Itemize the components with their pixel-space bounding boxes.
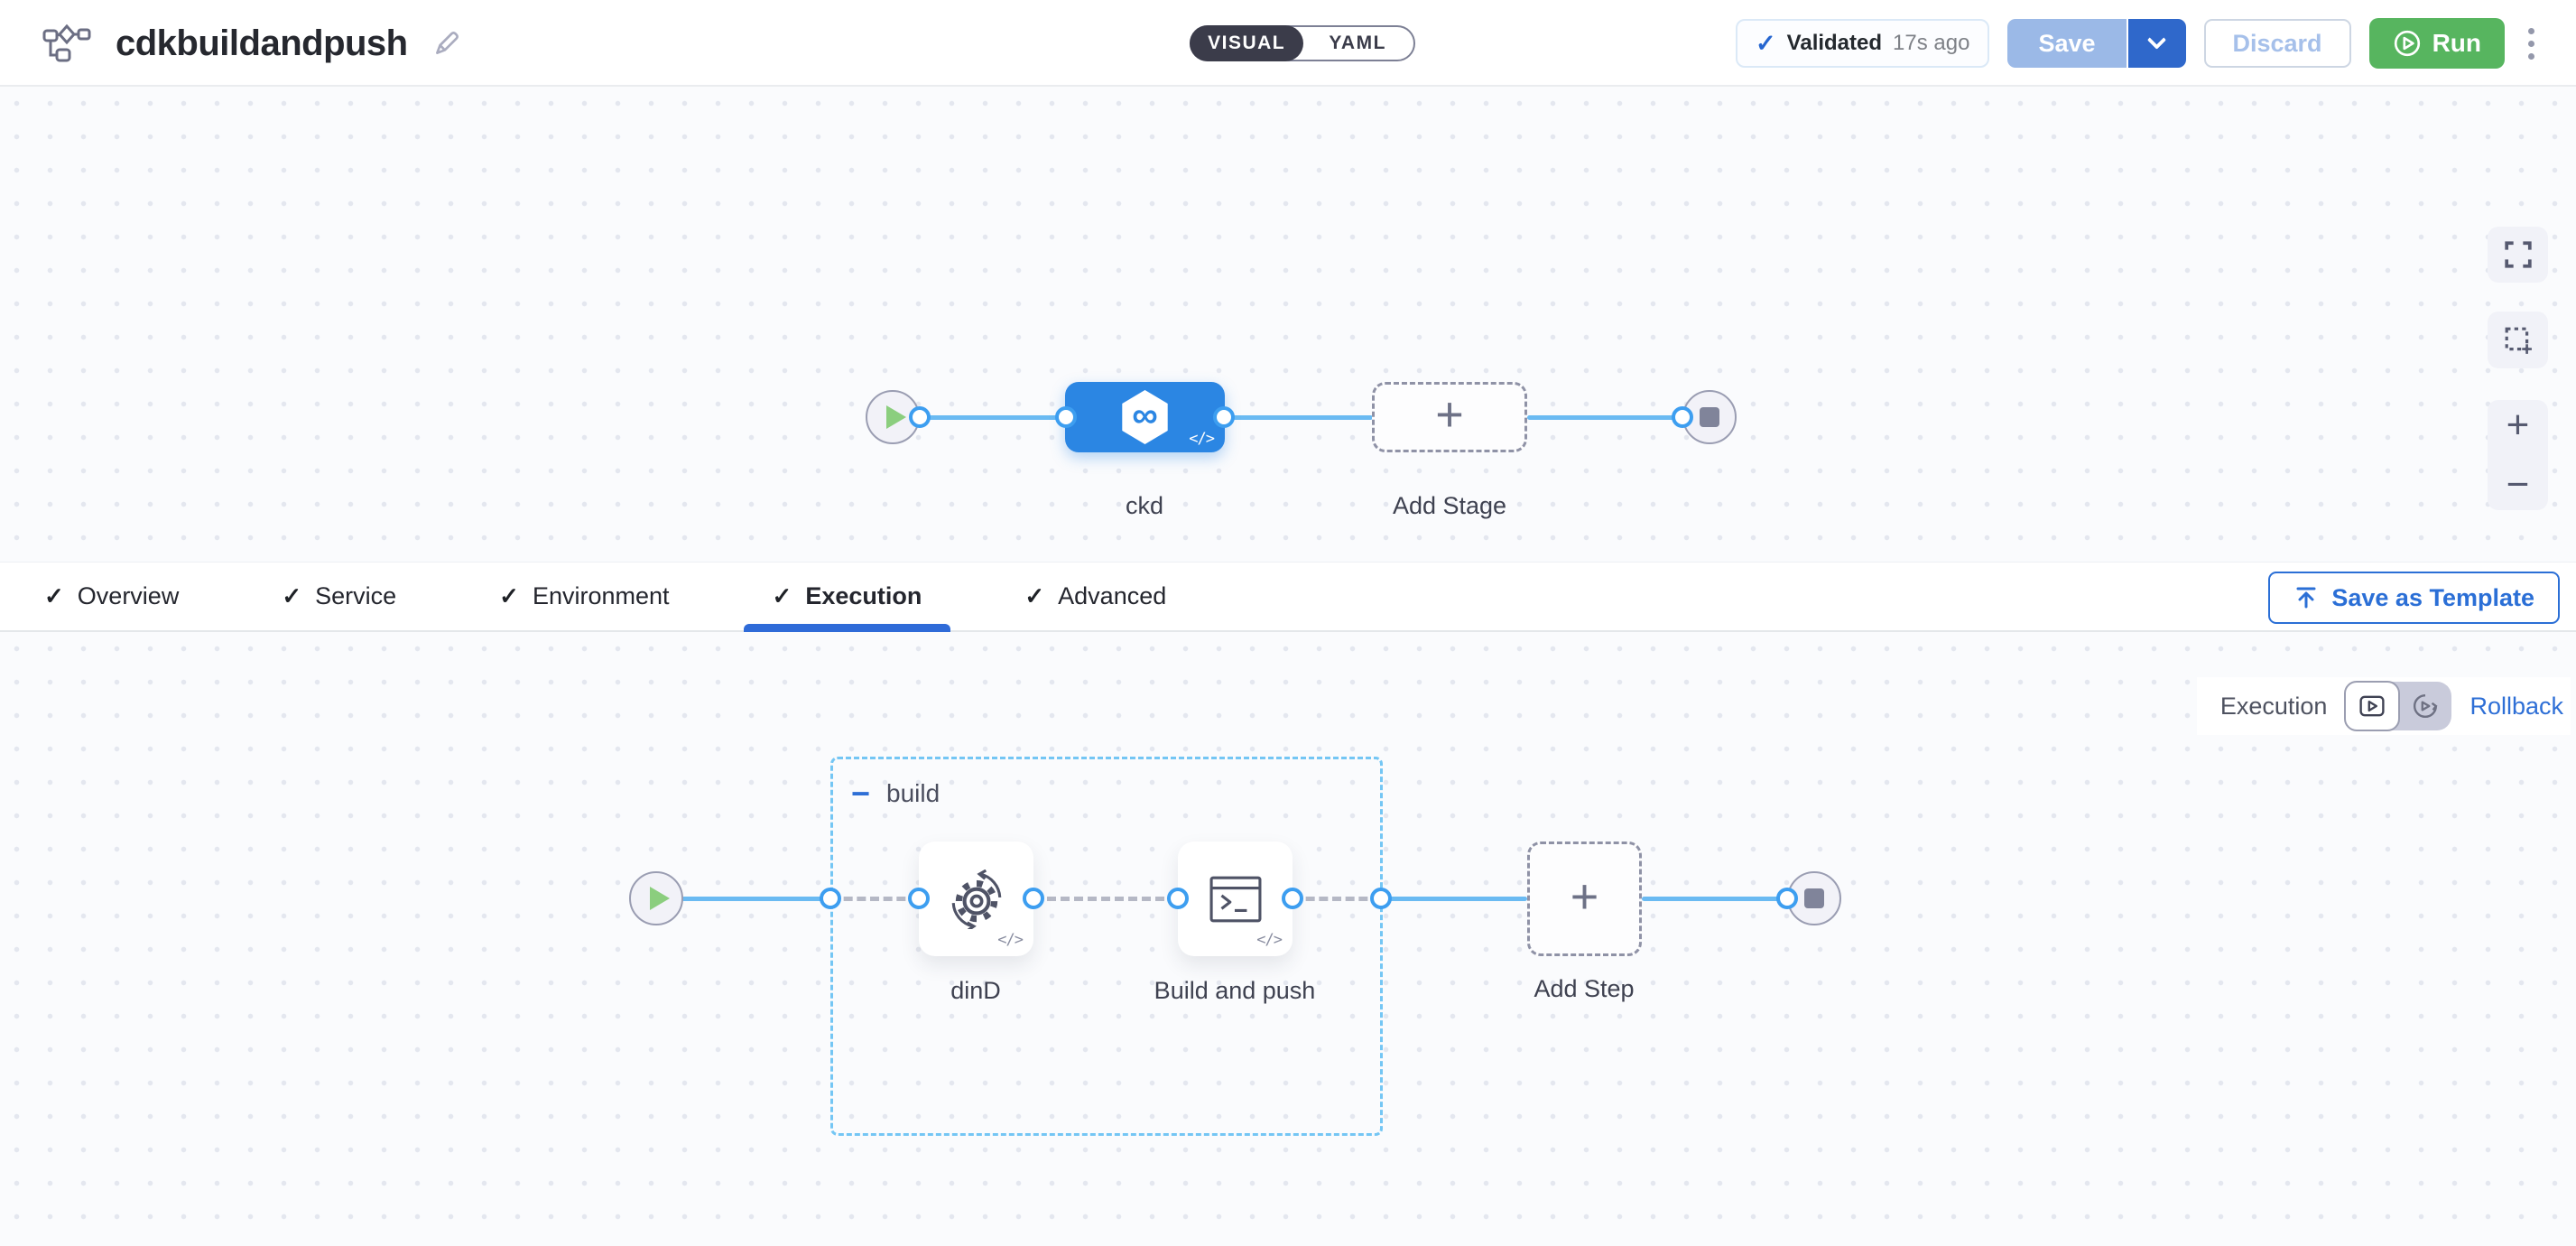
connector-port[interactable]: [1023, 888, 1044, 909]
connector-line-dashed: [1293, 897, 1381, 901]
run-play-icon: [2393, 29, 2422, 58]
check-icon: ✓: [499, 582, 519, 609]
discard-button[interactable]: Discard: [2203, 19, 2351, 68]
more-options-kebab-icon[interactable]: [2523, 27, 2540, 60]
ci-stage-hexagon-icon: ∞: [1122, 390, 1168, 444]
add-step-label: Add Step: [1534, 975, 1635, 1002]
connector-line: [1225, 415, 1373, 420]
add-step-button[interactable]: +: [1527, 842, 1642, 956]
start-play-icon: [649, 887, 670, 910]
rollback-link[interactable]: Rollback: [2469, 692, 2563, 720]
connector-line: [1527, 415, 1682, 420]
check-icon: ✓: [282, 582, 302, 609]
connector-port[interactable]: [1167, 888, 1189, 909]
stage-tabbar: ✓ Overview ✓ Service ✓ Environment ✓ Exe…: [0, 562, 2576, 632]
step-node-build-and-push[interactable]: </>: [1178, 842, 1293, 956]
stage-pipeline-canvas: ∞ </> + ckd Add Stage + −: [0, 87, 2576, 562]
code-badge-icon: </>: [997, 931, 1024, 949]
toggle-yaml[interactable]: YAML: [1329, 33, 1386, 53]
save-as-template-button[interactable]: Save as Template: [2268, 572, 2560, 624]
validated-time: 17s ago: [1893, 31, 1970, 55]
check-icon: ✓: [44, 582, 64, 609]
app-header: cdkbuildandpush VISUAL YAML ✓ Validated …: [0, 0, 2576, 87]
execution-rollback-switch: [2344, 681, 2452, 731]
code-badge-icon: </>: [1189, 430, 1215, 448]
switch-execution[interactable]: [2344, 681, 2401, 731]
pipeline-start-node: [866, 390, 920, 444]
save-button[interactable]: Save: [2007, 19, 2127, 68]
check-icon: ✓: [1756, 29, 1776, 57]
zoom-in-button[interactable]: +: [2506, 403, 2530, 447]
chevron-down-icon: [2146, 30, 2167, 50]
check-icon: ✓: [1024, 582, 1045, 609]
plus-icon: +: [1435, 387, 1464, 442]
connector-line: [681, 897, 830, 901]
connector-port[interactable]: [908, 888, 930, 909]
upload-template-icon: [2293, 585, 2319, 610]
add-stage-label: Add Stage: [1392, 492, 1507, 519]
connector-port[interactable]: [1282, 888, 1303, 909]
pipeline-title: cdkbuildandpush: [116, 23, 408, 63]
tab-environment[interactable]: ✓ Environment: [499, 582, 670, 609]
save-divider: [2126, 19, 2128, 68]
stage-group-build: − build: [830, 757, 1383, 1136]
pipeline-icon: [42, 23, 92, 63]
stop-square-icon: [1804, 888, 1824, 908]
switch-rollback[interactable]: [2399, 682, 2451, 730]
fullscreen-button[interactable]: [2488, 227, 2548, 283]
connector-line: [920, 415, 1066, 420]
connector-line: [1381, 897, 1527, 901]
step-node-dind[interactable]: </>: [919, 842, 1033, 956]
save-as-template-label: Save as Template: [2331, 583, 2534, 611]
stage-node-ckd[interactable]: ∞ </>: [1065, 382, 1225, 452]
edit-pencil-icon[interactable]: [431, 28, 462, 59]
collapse-group-button[interactable]: −: [851, 775, 871, 812]
tab-advanced[interactable]: ✓ Advanced: [1024, 582, 1167, 609]
connector-port[interactable]: [1776, 888, 1798, 909]
add-stage-button[interactable]: +: [1372, 382, 1527, 452]
stop-square-icon: [1700, 407, 1719, 427]
connector-line-dashed: [1033, 897, 1178, 901]
stage-label: ckd: [1125, 492, 1164, 519]
tab-overview[interactable]: ✓ Overview: [44, 582, 180, 609]
connector-line-dashed: [830, 897, 919, 901]
infinity-icon: ∞: [1132, 395, 1158, 435]
tab-execution[interactable]: ✓ Execution: [743, 563, 951, 632]
connector-port[interactable]: [909, 406, 931, 428]
zoom-out-button[interactable]: −: [2506, 462, 2530, 507]
step-label: Build and push: [1154, 977, 1316, 1004]
zoom-controls: + −: [2488, 400, 2548, 510]
save-dropdown-button[interactable]: [2127, 19, 2186, 68]
plus-icon: +: [1570, 869, 1599, 924]
run-label: Run: [2432, 29, 2481, 57]
execution-mode-label: Execution: [2219, 692, 2328, 720]
start-play-icon: [885, 405, 906, 429]
connector-line: [1642, 897, 1787, 901]
visual-yaml-toggle: VISUAL YAML: [1190, 25, 1415, 61]
run-button[interactable]: Run: [2368, 18, 2505, 69]
terminal-icon: [1209, 876, 1262, 923]
connector-port[interactable]: [820, 888, 841, 909]
execution-canvas: Execution Rollback − build: [0, 632, 2576, 1246]
connector-port[interactable]: [1055, 406, 1077, 428]
connector-port[interactable]: [1370, 888, 1392, 909]
execution-start-node: [629, 871, 683, 925]
execution-rollback-row: Execution Rollback: [2196, 677, 2571, 735]
code-badge-icon: </>: [1256, 931, 1283, 949]
gear-sync-icon: [947, 869, 1006, 929]
tab-service[interactable]: ✓ Service: [282, 582, 397, 609]
save-split-button: Save: [2007, 19, 2186, 68]
connector-port[interactable]: [1672, 406, 1693, 428]
stage-group-label: build: [886, 779, 941, 807]
step-label: dinD: [950, 977, 1001, 1004]
validated-label: Validated: [1786, 31, 1883, 55]
check-icon: ✓: [772, 582, 792, 609]
toggle-visual[interactable]: VISUAL: [1190, 25, 1304, 61]
marquee-select-button[interactable]: [2488, 312, 2548, 368]
validated-badge[interactable]: ✓ Validated 17s ago: [1736, 19, 1990, 68]
connector-port[interactable]: [1213, 406, 1235, 428]
